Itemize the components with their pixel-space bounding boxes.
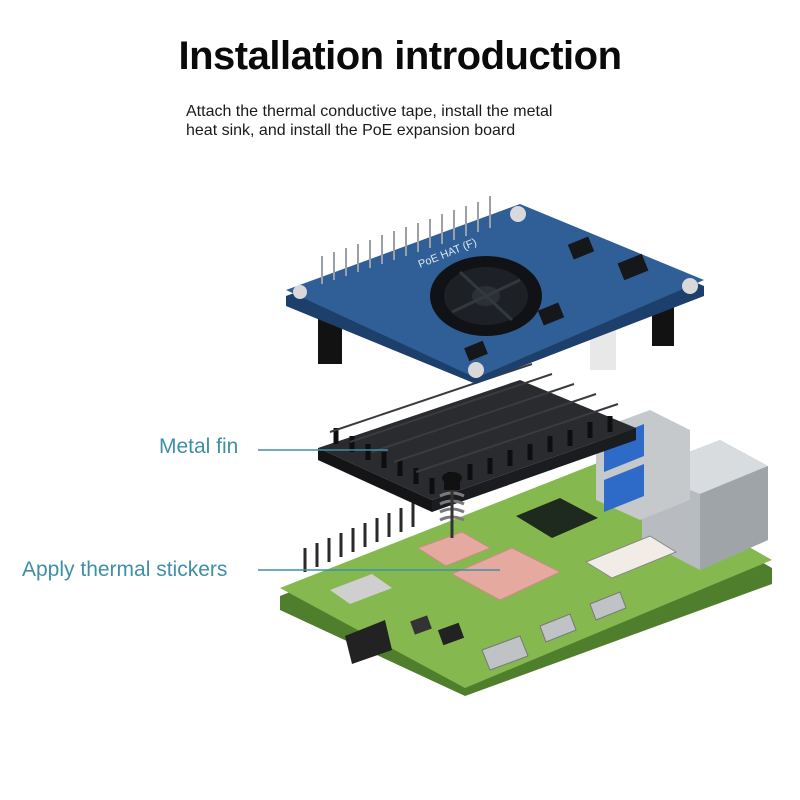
- thermal-pad-large: [450, 547, 562, 601]
- mount-hole-2: [510, 206, 526, 222]
- hat-chip-3: [537, 302, 565, 326]
- hat-chip: [567, 236, 595, 260]
- hat-gpio-pins: [321, 196, 491, 284]
- callout-leaders: [258, 449, 500, 571]
- hat-chip-4: [464, 340, 488, 362]
- pi-gpio-header: [303, 503, 415, 572]
- poe-hat-board: PoE HAT (F): [286, 196, 704, 384]
- callout-thermal-stickers: Apply thermal stickers: [22, 558, 228, 581]
- soc-chip: [516, 498, 598, 538]
- heatsink-base-side: [318, 448, 432, 512]
- page-subtitle: Attach the thermal conductive tape, inst…: [186, 102, 656, 140]
- heatsink-base-front: [432, 428, 636, 512]
- small-chip-2: [410, 615, 432, 635]
- usb-c-port: [481, 635, 529, 671]
- spring-screw: [439, 472, 465, 538]
- subtitle-line-2: heat sink, and install the PoE expansion…: [186, 122, 516, 139]
- hdmi-port-1: [539, 613, 577, 643]
- hat-chip-2: [617, 253, 649, 281]
- ribbon-connector-2: [330, 574, 392, 604]
- callout-metal-fin: Metal fin: [159, 435, 239, 458]
- hdmi-port-2: [589, 591, 627, 621]
- sd-card: [345, 620, 392, 664]
- metal-heatsink: [318, 363, 636, 512]
- page-title: Installation introduction: [178, 34, 622, 78]
- small-chip: [437, 622, 465, 646]
- thermal-pad-small: [416, 531, 492, 567]
- subtitle-line-1: Attach the thermal conductive tape, inst…: [186, 103, 553, 120]
- cooling-fan: [430, 256, 542, 336]
- mount-hole-3: [682, 278, 698, 294]
- ribbon-connector: [584, 535, 678, 579]
- mount-hole: [293, 285, 307, 299]
- mount-hole-4: [468, 362, 484, 378]
